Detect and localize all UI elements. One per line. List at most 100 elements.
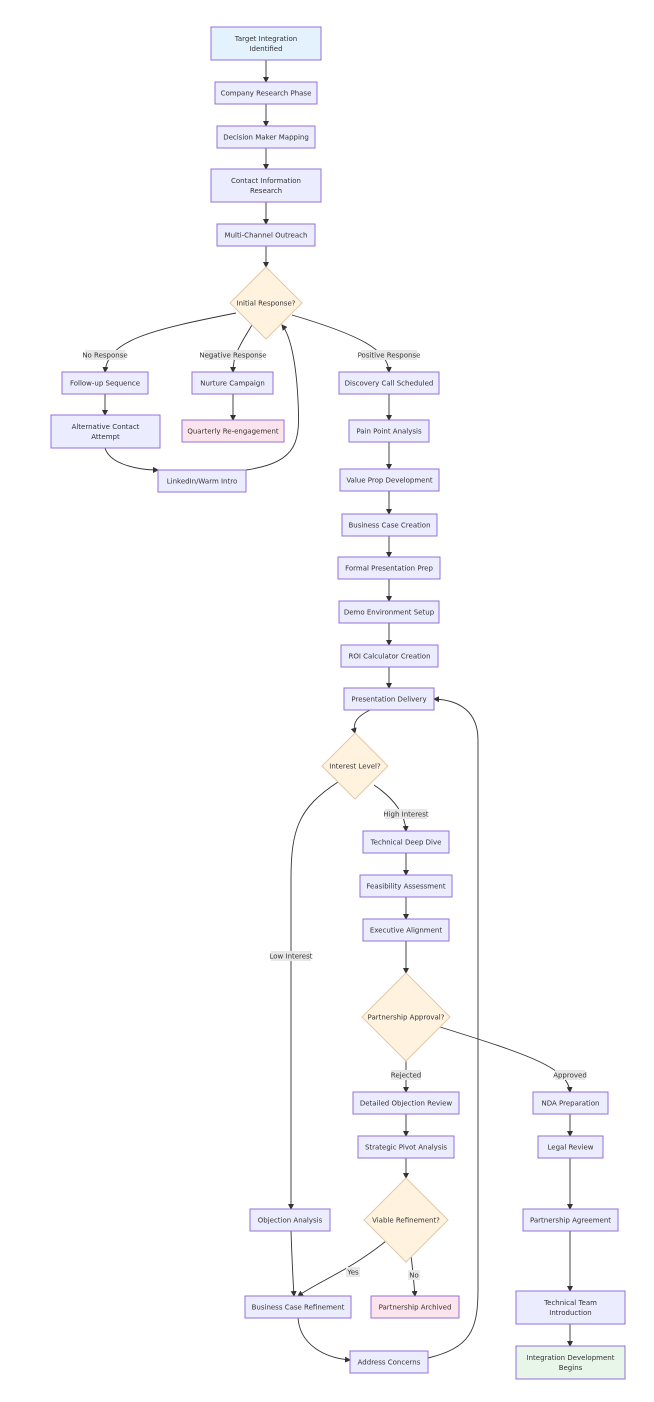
edge-label-text: No [409,1272,419,1280]
node-label: Company Research Phase [221,90,312,98]
node-box [522,1208,619,1232]
node-box [338,371,440,395]
node-company-research[interactable]: Company Research Phase [214,81,318,105]
edge-alt-contact-to-linkedin [104,447,159,473]
node-box [349,1350,429,1374]
edge-label-text: Yes [346,1269,359,1277]
node-roi-calc[interactable]: ROI Calculator Creation [340,644,439,668]
node-business-case[interactable]: Business Case Creation [341,513,438,537]
node-partnership-archived[interactable]: Partnership Archived [370,1295,460,1319]
node-initial-response[interactable]: Initial Response? [229,266,303,340]
edge-interest-level-to-objection-analysis [288,781,339,1210]
node-nurture[interactable]: Nurture Campaign [191,371,274,395]
node-box [181,419,285,443]
node-decision-maker[interactable]: Decision Maker Mapping [216,125,316,149]
node-label: Partnership Archived [379,1304,452,1312]
node-label: Feasibility Assessment [366,883,445,891]
node-partnership-approval[interactable]: Partnership Approval? [361,972,451,1062]
node-label: Integration Development [527,1354,615,1362]
node-box [210,26,322,61]
node-label: Business Case Refinement [252,1304,345,1312]
node-label: Pain Point Analysis [356,428,422,436]
node-demo-env[interactable]: Demo Environment Setup [338,600,440,624]
node-box [216,223,316,247]
node-value-prop[interactable]: Value Prop Development [339,468,440,492]
edge-presentation-delivery-to-interest-level [350,709,371,734]
node-interest-level[interactable]: Interest Level? [321,732,389,800]
node-label: Initial Response? [237,300,296,308]
node-label: Legal Review [548,1144,594,1152]
node-label: Detailed Objection Review [360,1100,453,1108]
edge-label-yes: Yes [346,1267,360,1277]
node-label: Begins [559,1364,583,1372]
node-label: Discovery Call Scheduled [345,380,434,388]
node-box [341,513,438,537]
node-label: Presentation Delivery [351,696,426,704]
decision-diamond [229,266,303,340]
node-followup[interactable]: Follow-up Sequence [61,371,149,395]
node-bc-refinement[interactable]: Business Case Refinement [244,1295,352,1319]
edge-initial-response-to-followup [102,312,237,373]
node-label: Interest Level? [329,763,381,771]
edge-label-negative-response: Negative Response [199,350,267,360]
edge-address-concerns-to-presentation-delivery [427,696,479,1359]
node-quarterly[interactable]: Quarterly Re-engagement [181,419,285,443]
node-linkedin[interactable]: LinkedIn/Warm Intro [157,469,247,493]
node-feasibility[interactable]: Feasibility Assessment [359,874,453,898]
edge-viable-refinement-to-bc-refinement [297,1240,387,1297]
edge-label-approved: Approved [553,1070,587,1080]
node-discovery[interactable]: Discovery Call Scheduled [338,371,440,395]
node-presentation-prep[interactable]: Formal Presentation Prep [337,556,441,580]
node-box [244,1295,352,1319]
node-address-concerns[interactable]: Address Concerns [349,1350,429,1374]
node-box [339,468,440,492]
node-box [515,1290,626,1325]
edge-label-rejected: Rejected [391,1070,421,1080]
node-box [337,556,441,580]
node-nda-prep[interactable]: NDA Preparation [532,1091,609,1115]
node-box [340,644,439,668]
node-pain-point[interactable]: Pain Point Analysis [348,419,430,443]
node-box [348,419,430,443]
node-label: Contact Information [231,177,301,185]
node-label: Target Integration [234,35,297,43]
node-objection-review[interactable]: Detailed Objection Review [352,1091,460,1115]
edge-label-text: Low Interest [270,953,313,961]
edge-label-text: Positive Response [358,352,421,360]
edge-label-no-response: No Response [82,350,128,360]
node-legal-review[interactable]: Legal Review [537,1135,604,1159]
node-label: Attempt [91,433,120,441]
node-partnership-agreement[interactable]: Partnership Agreement [522,1208,619,1232]
node-label: LinkedIn/Warm Intro [167,478,238,486]
edge-bc-refinement-to-address-concerns [297,1317,351,1363]
node-multichannel[interactable]: Multi-Channel Outreach [216,223,316,247]
node-presentation-delivery[interactable]: Presentation Delivery [343,687,435,711]
node-label: Demo Environment Setup [344,609,435,617]
node-box [157,469,247,493]
node-label: Viable Refinement? [372,1217,440,1225]
node-strategic-pivot[interactable]: Strategic Pivot Analysis [357,1135,455,1159]
node-viable-refinement[interactable]: Viable Refinement? [363,1177,449,1263]
node-objection-analysis[interactable]: Objection Analysis [249,1208,331,1232]
node-label: Partnership Approval? [368,1014,445,1022]
edge-label-high-interest: High Interest [383,809,429,819]
node-tech-deep-dive[interactable]: Technical Deep Dive [362,830,450,854]
node-box [352,1091,460,1115]
node-box [210,168,322,203]
node-label: Technical Team [543,1299,597,1307]
node-exec-alignment[interactable]: Executive Alignment [362,918,450,942]
edge-objection-analysis-to-bc-refinement [290,1230,297,1297]
node-box [359,874,453,898]
edge-label-text: No Response [82,352,127,360]
node-label: Formal Presentation Prep [345,565,433,573]
node-label: Executive Alignment [370,927,442,935]
node-box [343,687,435,711]
node-box [537,1135,604,1159]
node-label: Nurture Campaign [200,380,265,388]
